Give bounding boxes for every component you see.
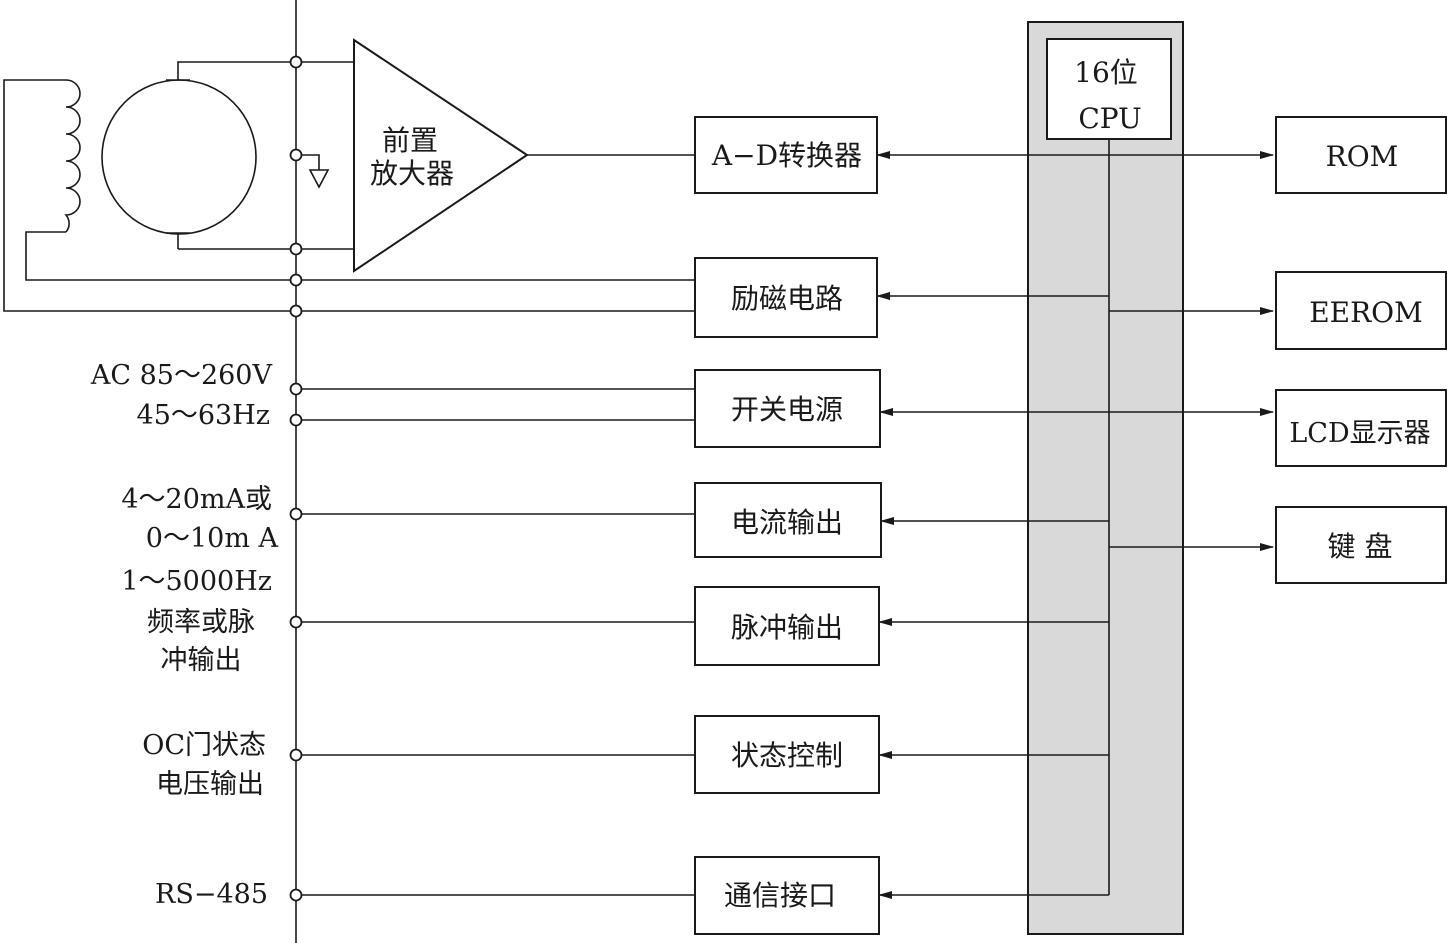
pulse-label-2: 频率或脉 <box>147 607 255 638</box>
eerom-label: EEROM <box>1309 296 1423 329</box>
block-pulse-output: 脉冲输出 <box>694 586 880 666</box>
terminal-coil-1 <box>289 273 303 287</box>
terminal-ground <box>289 148 303 162</box>
current-range-label-2: 0～10m A <box>146 523 279 554</box>
measuring-tube-icon <box>101 79 257 235</box>
terminal-ac-2 <box>289 413 303 427</box>
cpu-bus: 16位 CPU <box>1027 21 1184 935</box>
pulse-output-label: 脉冲输出 <box>731 611 843 644</box>
keyboard-label: 键 盘 <box>1328 530 1393 563</box>
preamplifier-label-line2: 放大器 <box>370 157 454 190</box>
oc-label-1: OC门状态 <box>142 730 266 761</box>
terminal-electrode-top <box>289 55 303 69</box>
power-supply-label: 开关电源 <box>731 393 843 426</box>
terminal-oc-out <box>289 748 303 762</box>
block-power-supply: 开关电源 <box>694 369 881 448</box>
pulse-label-3: 冲输出 <box>161 645 242 676</box>
terminal-rs485 <box>289 888 303 902</box>
block-lcd: LCD显示器 <box>1275 389 1447 467</box>
cpu-label-line1: 16位 <box>1074 56 1138 89</box>
block-keyboard: 键 盘 <box>1275 506 1447 584</box>
terminal-pulse-out <box>289 615 303 629</box>
block-eerom: EEROM <box>1275 271 1447 350</box>
terminal-current-out <box>289 507 303 521</box>
ac-voltage-label: AC 85～260V <box>90 360 273 391</box>
terminal-electrode-bottom <box>289 242 303 256</box>
terminal-coil-2 <box>289 304 303 318</box>
lcd-label: LCD显示器 <box>1289 418 1430 449</box>
current-output-label: 电流输出 <box>731 506 843 539</box>
block-rom: ROM <box>1275 116 1447 194</box>
current-range-label-1: 4～20mA或 <box>121 484 272 515</box>
block-comm-interface: 通信接口 <box>694 856 880 935</box>
rom-label: ROM <box>1326 140 1399 173</box>
cpu-box <box>1046 38 1172 140</box>
cpu-label-line2: CPU <box>1078 102 1141 135</box>
excitation-coil-icon <box>64 79 81 233</box>
comm-interface-label: 通信接口 <box>724 879 836 912</box>
state-control-label: 状态控制 <box>731 739 843 772</box>
ac-frequency-label: 45～63Hz <box>137 400 270 431</box>
pulse-label-1: 1～5000Hz <box>121 566 272 597</box>
preamplifier: 前置 放大器 <box>296 38 695 273</box>
block-ad-converter: A−D转换器 <box>694 116 878 194</box>
preamplifier-label-line1: 前置 <box>382 124 438 157</box>
block-state-control: 状态控制 <box>694 715 880 794</box>
excitation-label: 励磁电路 <box>731 282 843 315</box>
oc-label-2: 电压输出 <box>156 769 264 800</box>
block-excitation: 励磁电路 <box>694 257 878 338</box>
sensor-assembly <box>3 61 296 312</box>
rs485-label: RS−485 <box>155 879 268 910</box>
block-current-output: 电流输出 <box>694 482 882 558</box>
terminal-labels: AC 85～260V 45～63Hz 4～20mA或 0～10m A 1～500… <box>90 360 279 910</box>
ground-icon <box>296 154 330 189</box>
ad-converter-label: A−D转换器 <box>711 139 862 172</box>
terminals <box>289 55 303 902</box>
terminal-ac-1 <box>289 382 303 396</box>
cpu-column <box>1027 21 1184 935</box>
